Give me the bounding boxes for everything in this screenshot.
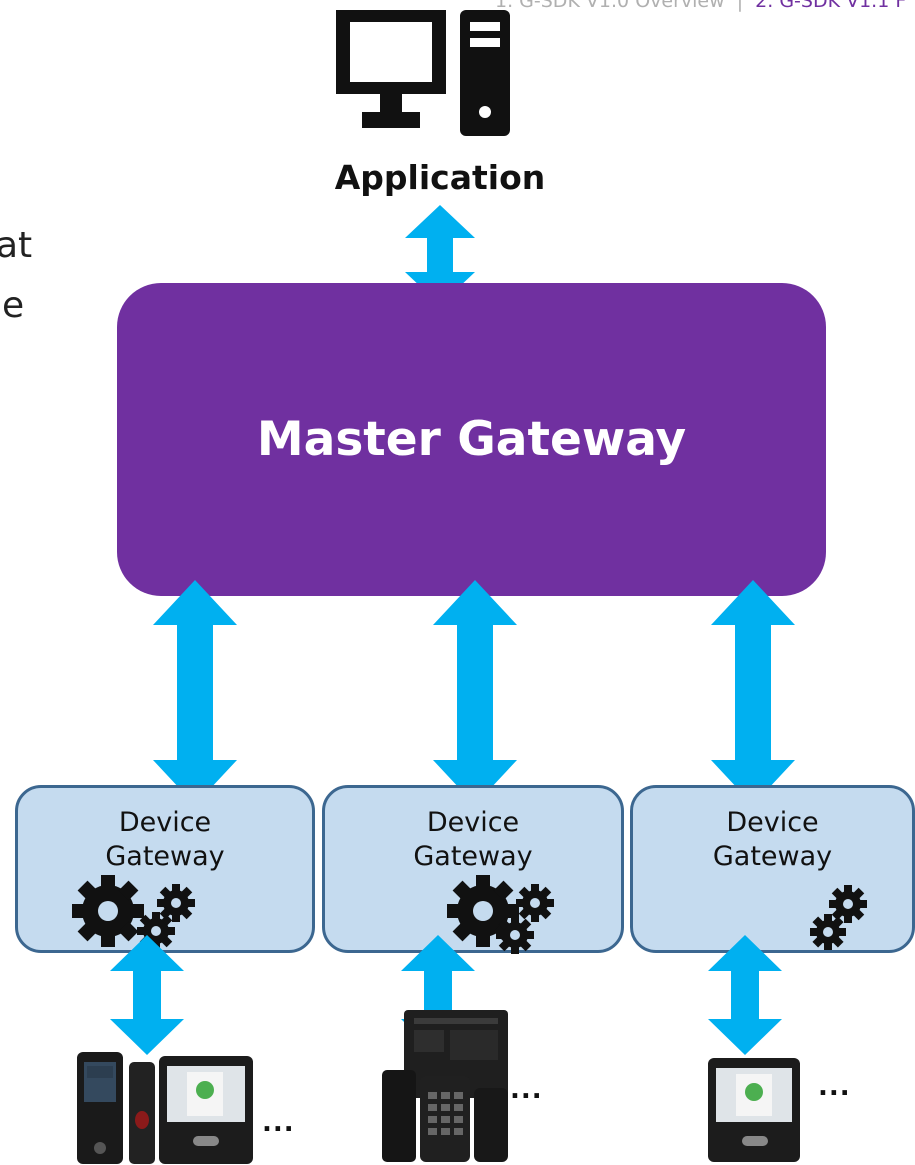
master-gateway-label: Master Gateway — [256, 412, 687, 467]
desktop-computer-icon — [336, 10, 510, 136]
card-reader-device — [382, 1070, 416, 1162]
application-master-arrow — [405, 205, 475, 305]
access-controller-group — [382, 1010, 508, 1162]
access-terminals-group-1 — [77, 1052, 253, 1164]
breadcrumb-separator: | — [736, 0, 744, 12]
ellipsis-3: ... — [818, 1072, 851, 1102]
gears-icon — [810, 885, 867, 950]
ellipsis-2: ... — [510, 1075, 543, 1105]
breadcrumb-current[interactable]: 2. G-SDK V1.1 F — [755, 0, 907, 12]
application-label: Application — [334, 158, 546, 197]
facestation-device — [708, 1058, 800, 1162]
device-gateway-3-line1: Device — [726, 807, 819, 838]
gears-icon — [447, 875, 554, 954]
cropped-text-line-1: at — [0, 225, 33, 266]
master-device-arrow-3 — [711, 580, 795, 805]
slim-reader-device — [474, 1088, 508, 1162]
device-gateway-2-line2: Gateway — [413, 840, 533, 872]
device-gateway-3-line2: Gateway — [712, 840, 833, 872]
master-gateway: Master Gateway — [117, 283, 826, 596]
device-gateway-1: Device Gateway — [15, 785, 315, 953]
master-device-arrow-2 — [433, 580, 517, 805]
breadcrumb-prev[interactable]: 1. G-SDK V1.0 Overview — [495, 0, 725, 12]
gateway-device-arrow-3 — [708, 935, 782, 1055]
ellipsis-1: ... — [262, 1108, 295, 1138]
device-gateway-3: Device Gateway — [630, 785, 915, 953]
device-gateway-1-line2: Gateway — [105, 840, 225, 872]
device-gateway-2: Device Gateway — [322, 785, 624, 953]
master-device-arrow-1 — [153, 580, 237, 805]
device-gateway-2-line1: Device — [426, 807, 520, 838]
gateway-device-arrow-1 — [110, 935, 184, 1055]
device-gateway-1-line1: Device — [118, 807, 212, 838]
cropped-text-line-2: e — [2, 285, 25, 326]
breadcrumb: 1. G-SDK V1.0 Overview | 2. G-SDK V1.1 F — [495, 0, 906, 12]
